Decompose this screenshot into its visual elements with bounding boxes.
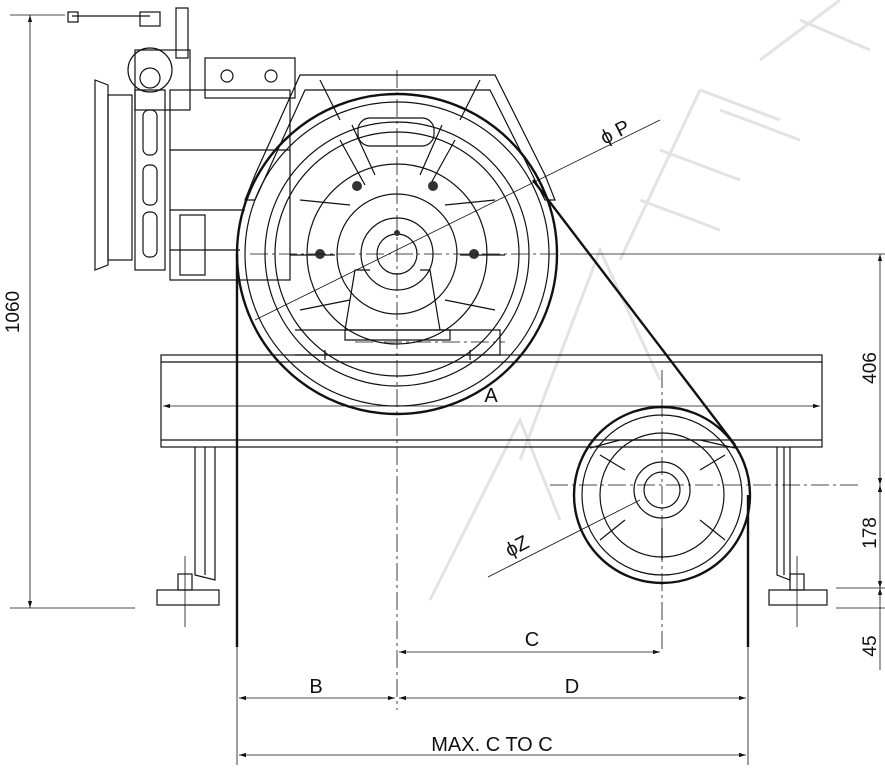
height-total-label: 1060 (3, 291, 24, 333)
height-base-label: 45 (860, 635, 881, 656)
dim-center-label: MAX. C TO C (431, 734, 553, 756)
dim-a-label: A (484, 385, 498, 407)
dimension-lines (10, 14, 885, 765)
center-lines (250, 70, 860, 710)
dim-c-label: C (525, 629, 539, 651)
base-frame (156, 354, 828, 627)
height-shaft-label: 406 (860, 352, 881, 384)
dim-d-label: D (565, 676, 579, 698)
height-secondary-label: 178 (860, 517, 881, 549)
dim-b-label: B (309, 676, 322, 698)
dia-p-label: ϕ P (597, 116, 634, 149)
motor-gearbox (67, 7, 296, 281)
ropes (235, 179, 750, 647)
watermark (428, 0, 871, 601)
dia-z-label: ϕZ (502, 532, 533, 562)
